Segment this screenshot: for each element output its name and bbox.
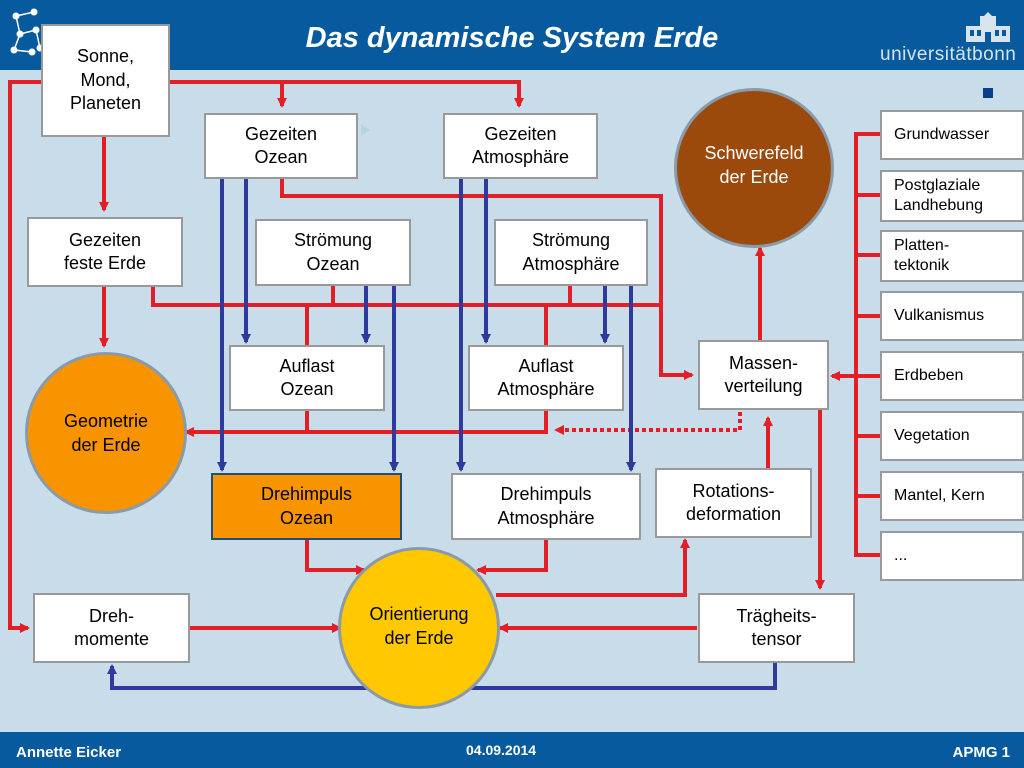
molecule-icon <box>10 8 44 56</box>
node-stroemung-atmosphaere: Strömung Atmosphäre <box>494 219 648 286</box>
footer-date: 04.09.2014 <box>466 742 537 758</box>
source-plattentektonik: Platten- tektonik <box>880 230 1024 282</box>
bullet-marker <box>983 88 993 98</box>
node-massenverteilung: Massen- verteilung <box>698 340 829 410</box>
node-drehimpuls-ozean: Drehimpuls Ozean <box>211 473 402 540</box>
triangle-marker <box>361 124 370 136</box>
footer-author: Annette Eicker <box>16 744 122 761</box>
node-gezeiten-atmosphaere: Gezeiten Atmosphäre <box>443 113 598 179</box>
node-schwerefeld: Schwerefeld der Erde <box>674 88 834 248</box>
node-traegheitstensor: Trägheits- tensor <box>698 593 855 663</box>
node-rotationsdeformation: Rotations- deformation <box>655 468 812 538</box>
node-auflast-ozean: Auflast Ozean <box>229 345 385 411</box>
node-drehmomente: Dreh- momente <box>33 593 190 663</box>
header-bar: Das dynamische System Erde universitätbo… <box>0 0 1024 70</box>
node-gezeiten-feste-erde: Gezeiten feste Erde <box>27 217 183 287</box>
node-gezeiten-ozean: Gezeiten Ozean <box>204 113 358 179</box>
node-drehimpuls-atmosphaere: Drehimpuls Atmosphäre <box>451 473 641 540</box>
source-vegetation: Vegetation <box>880 411 1024 461</box>
node-auflast-atmosphaere: Auflast Atmosphäre <box>468 345 624 411</box>
node-orientierung: Orientierung der Erde <box>338 547 500 709</box>
source-postglaziale-landhebung: Postglaziale Landhebung <box>880 170 1024 222</box>
university-logo-text: universitätbonn <box>880 44 1017 65</box>
node-geometrie: Geometrie der Erde <box>25 352 187 514</box>
footer-page: APMG 1 <box>952 744 1010 761</box>
source-erdbeben: Erdbeben <box>880 351 1024 401</box>
slide-title: Das dynamische System Erde <box>305 22 719 54</box>
source-grundwasser: Grundwasser <box>880 110 1024 160</box>
source-mantel-kern: Mantel, Kern <box>880 471 1024 521</box>
source-vulkanismus: Vulkanismus <box>880 291 1024 341</box>
footer-bar: Annette Eicker 04.09.2014 APMG 1 <box>0 732 1024 768</box>
node-sonne-mond-planeten: Sonne, Mond, Planeten <box>41 24 170 137</box>
university-building-icon <box>966 12 1010 42</box>
source-more: ... <box>880 531 1024 581</box>
node-stroemung-ozean: Strömung Ozean <box>255 219 411 286</box>
